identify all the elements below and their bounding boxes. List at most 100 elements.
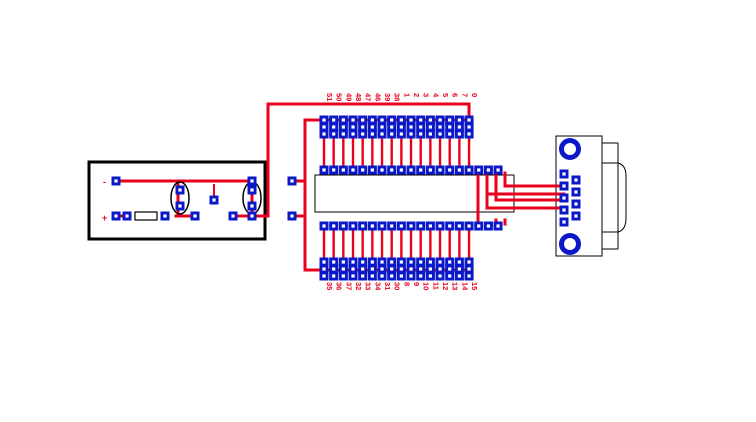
ic-pin-top-10-hole (419, 168, 423, 172)
db9-pad-row2-1-hole (574, 190, 578, 194)
top-header-label-0: 51 (325, 93, 334, 101)
top-header-label-5: 46 (373, 93, 382, 101)
db9-mount-hole-bottom-inner (564, 238, 576, 250)
ic-pin-top-1-hole (332, 168, 336, 172)
ic-pin-bottom-13-hole (448, 224, 452, 228)
ic-pin-bottom-14-hole (457, 224, 461, 228)
db9-pad-row1-0-hole (562, 172, 566, 176)
power-pad-plus-hole (114, 214, 118, 218)
top-header-pad-r3-1-hole (332, 132, 336, 136)
ic-pin-top-0-hole (322, 168, 326, 172)
ic-pin-top-13-hole (448, 168, 452, 172)
bottom-header-pad-r2-13-hole (448, 267, 452, 271)
capacitor-2-pad-mid-top-hole (250, 188, 254, 192)
serial-traces (476, 171, 566, 226)
ic-pin-bottom-18-hole (496, 224, 500, 228)
bottom-header-pad-r2-5-hole (370, 267, 374, 271)
bottom-header-pad-r1-11-hole (428, 260, 432, 264)
capacitor-2-pad-mid-bottom-hole (250, 204, 254, 208)
db9-pad-row1-1-hole (562, 184, 566, 188)
db9-connector (555, 135, 627, 257)
bottom-header-pad-r1-4-hole (361, 260, 365, 264)
bottom-header-pad-r1-9-hole (409, 260, 413, 264)
top-header-pad-r2-15-hole (467, 125, 471, 129)
top-header-pad-r2-14-hole (457, 125, 461, 129)
top-header-pad-r3-15-hole (467, 132, 471, 136)
top-header-pad-r2-7-hole (390, 125, 394, 129)
top-header-pad-r1-2-hole (341, 118, 345, 122)
bottom-header-pad-r3-3-hole (351, 274, 355, 278)
top-header-label-12: 5 (441, 93, 450, 97)
db9-pad-row1-2-hole (562, 196, 566, 200)
pin-traces (322, 122, 471, 264)
ic-pin-bottom-11-hole (428, 224, 432, 228)
top-header-pad-r3-2-hole (341, 132, 345, 136)
bottom-header-pad-r3-0-hole (322, 274, 326, 278)
plus-label: + (102, 213, 107, 223)
bottom-header-pad-r1-1-hole (332, 260, 336, 264)
left-vertical-bus (290, 118, 326, 272)
top-header-pad-r1-13-hole (448, 118, 452, 122)
db9-body-outline (601, 142, 619, 250)
top-header-label-6: 39 (383, 93, 392, 101)
bottom-header-pad-r1-12-hole (438, 260, 442, 264)
top-header-pad-r2-3-hole (351, 125, 355, 129)
top-header-pad-r1-5-hole (370, 118, 374, 122)
bottom-header-pad-r2-11-hole (428, 267, 432, 271)
ic-pin-top-4-hole (361, 168, 365, 172)
top-header-pad-r2-4-hole (361, 125, 365, 129)
top-header-label-1: 50 (335, 93, 344, 101)
led-pad-hole (212, 198, 216, 202)
ic-pin-top-18-hole (496, 168, 500, 172)
bottom-header-pad-r2-2-hole (341, 267, 345, 271)
bottom-header-label-7: 30 (393, 282, 402, 290)
top-header-pad-r1-4-hole (361, 118, 365, 122)
top-header-pad-r3-0-hole (322, 132, 326, 136)
bottom-header-pad-r1-3-hole (351, 260, 355, 264)
top-header-pad-r2-6-hole (380, 125, 384, 129)
bottom-header-pad-r2-8-hole (399, 267, 403, 271)
capacitor-2-pad-top-hole (250, 179, 254, 183)
top-header-label-2: 49 (344, 93, 353, 101)
bottom-header-pad-r2-6-hole (380, 267, 384, 271)
top-header-label-8: 1 (402, 93, 411, 97)
ic-pin-bottom-6-hole (380, 224, 384, 228)
power-module-outline (87, 160, 267, 241)
bottom-header-pad-r2-1-hole (332, 267, 336, 271)
top-header-pad-r3-12-hole (438, 132, 442, 136)
bottom-header-label-15: 15 (470, 282, 479, 290)
top-header-pad-r3-3-hole (351, 132, 355, 136)
bottom-header-label-4: 33 (364, 282, 373, 290)
bottom-header-pad-r3-7-hole (390, 274, 394, 278)
top-header-pad-r2-2-hole (341, 125, 345, 129)
ic-pin-bottom-7-hole (390, 224, 394, 228)
bottom-header-label-6: 31 (383, 282, 392, 290)
bottom-header-label-14: 14 (460, 282, 469, 291)
bottom-header-pad-r2-0-hole (322, 267, 326, 271)
bottom-header-pad-r3-13-hole (448, 274, 452, 278)
ic-pin-top-16-hole (477, 168, 481, 172)
top-header-pad-r2-0-hole (322, 125, 326, 129)
top-header-pad-r1-10-hole (419, 118, 423, 122)
ic-pin-bottom-16-hole (477, 224, 481, 228)
top-header-traces (290, 118, 471, 272)
bottom-header-pad-r1-7-hole (390, 260, 394, 264)
capacitor-1-pad-bottom-hole (178, 204, 182, 208)
top-header-label-13: 6 (451, 93, 460, 97)
diode-pad-hole (193, 214, 197, 218)
bottom-header-label-9: 9 (412, 282, 421, 286)
resistor-pad-hole (163, 214, 167, 218)
top-header-pad-r1-12-hole (438, 118, 442, 122)
ic-pin-top-5-hole (370, 168, 374, 172)
top-header-pad-r3-13-hole (448, 132, 452, 136)
bottom-header-pad-r2-14-hole (457, 267, 461, 271)
ic-pin-top-8-hole (399, 168, 403, 172)
top-header-label-3: 48 (354, 93, 363, 101)
ic-pin-top-7-hole (390, 168, 394, 172)
ic-body-outline (314, 174, 515, 213)
ic-pin-top-6-hole (380, 168, 384, 172)
db9-pad-row2-3-hole (574, 214, 578, 218)
bottom-header-pad-r2-4-hole (361, 267, 365, 271)
ic-pin-top-12-hole (438, 168, 442, 172)
